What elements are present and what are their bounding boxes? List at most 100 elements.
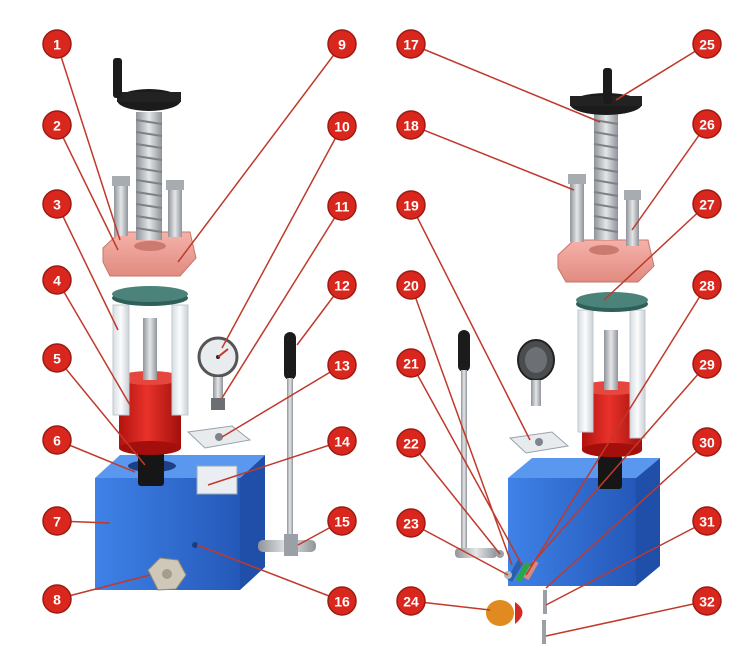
callout-12: 12: [327, 270, 357, 300]
piston-rod-left: [143, 318, 157, 380]
callout-5: 5: [42, 343, 72, 373]
callout-30: 30: [692, 427, 722, 457]
callout-number: 9: [338, 37, 346, 53]
callout-number: 2: [53, 118, 61, 134]
callout-number: 11: [335, 199, 350, 215]
callout-number: 17: [403, 37, 419, 53]
callout-19: 19: [396, 190, 426, 220]
threaded-screw-right: [593, 110, 619, 240]
callout-circle: [42, 425, 72, 455]
callout-number: 1: [53, 37, 61, 53]
glass-tube-right-b: [629, 309, 646, 439]
callout-number: 6: [53, 433, 61, 449]
callout-circle: [42, 584, 72, 614]
callout-number: 10: [334, 119, 350, 135]
callout-number: 23: [403, 516, 419, 532]
bolt-left-b: [168, 182, 182, 237]
callout-number: 14: [334, 434, 350, 450]
callout-circle: [692, 349, 722, 379]
top-plate-right: [557, 239, 655, 283]
callout-26: 26: [692, 109, 722, 139]
sample-plate-left: [186, 425, 252, 449]
callout-circle: [327, 29, 357, 59]
pressure-gauge-left: [197, 336, 239, 410]
callout-circle: [692, 506, 722, 536]
handwheel-right: [570, 68, 642, 115]
callout-8: 8: [42, 584, 72, 614]
callout-circle: [42, 29, 72, 59]
callout-circle: [327, 426, 357, 456]
leader-lines: [56, 43, 708, 637]
glass-tube-left-a: [112, 304, 130, 416]
pump-lever-left: [258, 332, 316, 556]
callout-29: 29: [692, 349, 722, 379]
callout-circle: [396, 586, 426, 616]
callout-circle: [327, 586, 357, 616]
callout-number: 19: [403, 198, 419, 214]
callout-number: 5: [53, 351, 61, 367]
valve-knob-right: [486, 600, 523, 626]
callout-circle: [327, 506, 357, 536]
callout-11: 11: [327, 191, 357, 221]
sample-plate-right: [508, 431, 570, 454]
callout-13: 13: [327, 350, 357, 380]
top-plate-left: [102, 231, 197, 277]
callout-number: 24: [403, 594, 419, 610]
callout-15: 15: [327, 506, 357, 536]
callout-circle: [692, 189, 722, 219]
callout-circle: [692, 586, 722, 616]
callout-number: 31: [699, 514, 715, 530]
bolt-left-a: [114, 178, 128, 236]
bolt-right-b: [626, 194, 639, 246]
callout-number: 28: [699, 278, 715, 294]
callout-24: 24: [396, 586, 426, 616]
callout-circle: [396, 190, 426, 220]
callout-1: 1: [42, 29, 72, 59]
callout-16: 16: [327, 586, 357, 616]
callout-number: 20: [403, 278, 419, 294]
callout-10: 10: [327, 111, 357, 141]
callout-number: 32: [699, 594, 715, 610]
callout-circle: [42, 189, 72, 219]
callout-circle: [396, 428, 426, 458]
callout-circle: [42, 110, 72, 140]
piston-rod-right: [604, 330, 618, 390]
threaded-screw-left: [135, 112, 163, 240]
callout-badges: 1234567891011121314151617181920212223242…: [42, 29, 722, 616]
callout-31: 31: [692, 506, 722, 536]
callout-number: 15: [334, 514, 350, 530]
callout-number: 27: [699, 197, 715, 213]
callout-number: 16: [334, 594, 350, 610]
callout-18: 18: [396, 110, 426, 140]
callout-number: 25: [699, 37, 715, 53]
callout-circle: [692, 270, 722, 300]
callout-number: 8: [53, 592, 61, 608]
plunger-left: [138, 448, 164, 486]
right-assembly: [455, 68, 660, 644]
callout-20: 20: [396, 270, 426, 300]
callout-circle: [396, 348, 426, 378]
callout-7: 7: [42, 506, 72, 536]
valve-knob-left: [147, 557, 187, 591]
callout-2: 2: [42, 110, 72, 140]
callout-circle: [396, 110, 426, 140]
callout-circle: [396, 29, 426, 59]
callout-32: 32: [692, 586, 722, 616]
callout-9: 9: [327, 29, 357, 59]
callout-circle: [42, 343, 72, 373]
callout-number: 4: [53, 273, 61, 289]
callout-circle: [42, 265, 72, 295]
pressure-gauge-right: [517, 339, 555, 406]
bolt-right-a: [570, 178, 584, 242]
glass-tube-left-b: [171, 304, 189, 416]
callout-circle: [42, 506, 72, 536]
callout-3: 3: [42, 189, 72, 219]
callout-circle: [692, 29, 722, 59]
callout-circle: [327, 350, 357, 380]
callout-number: 22: [403, 436, 419, 452]
handwheel-left: [113, 58, 181, 111]
callout-number: 21: [403, 356, 419, 372]
callout-number: 12: [334, 278, 350, 294]
callout-4: 4: [42, 265, 72, 295]
